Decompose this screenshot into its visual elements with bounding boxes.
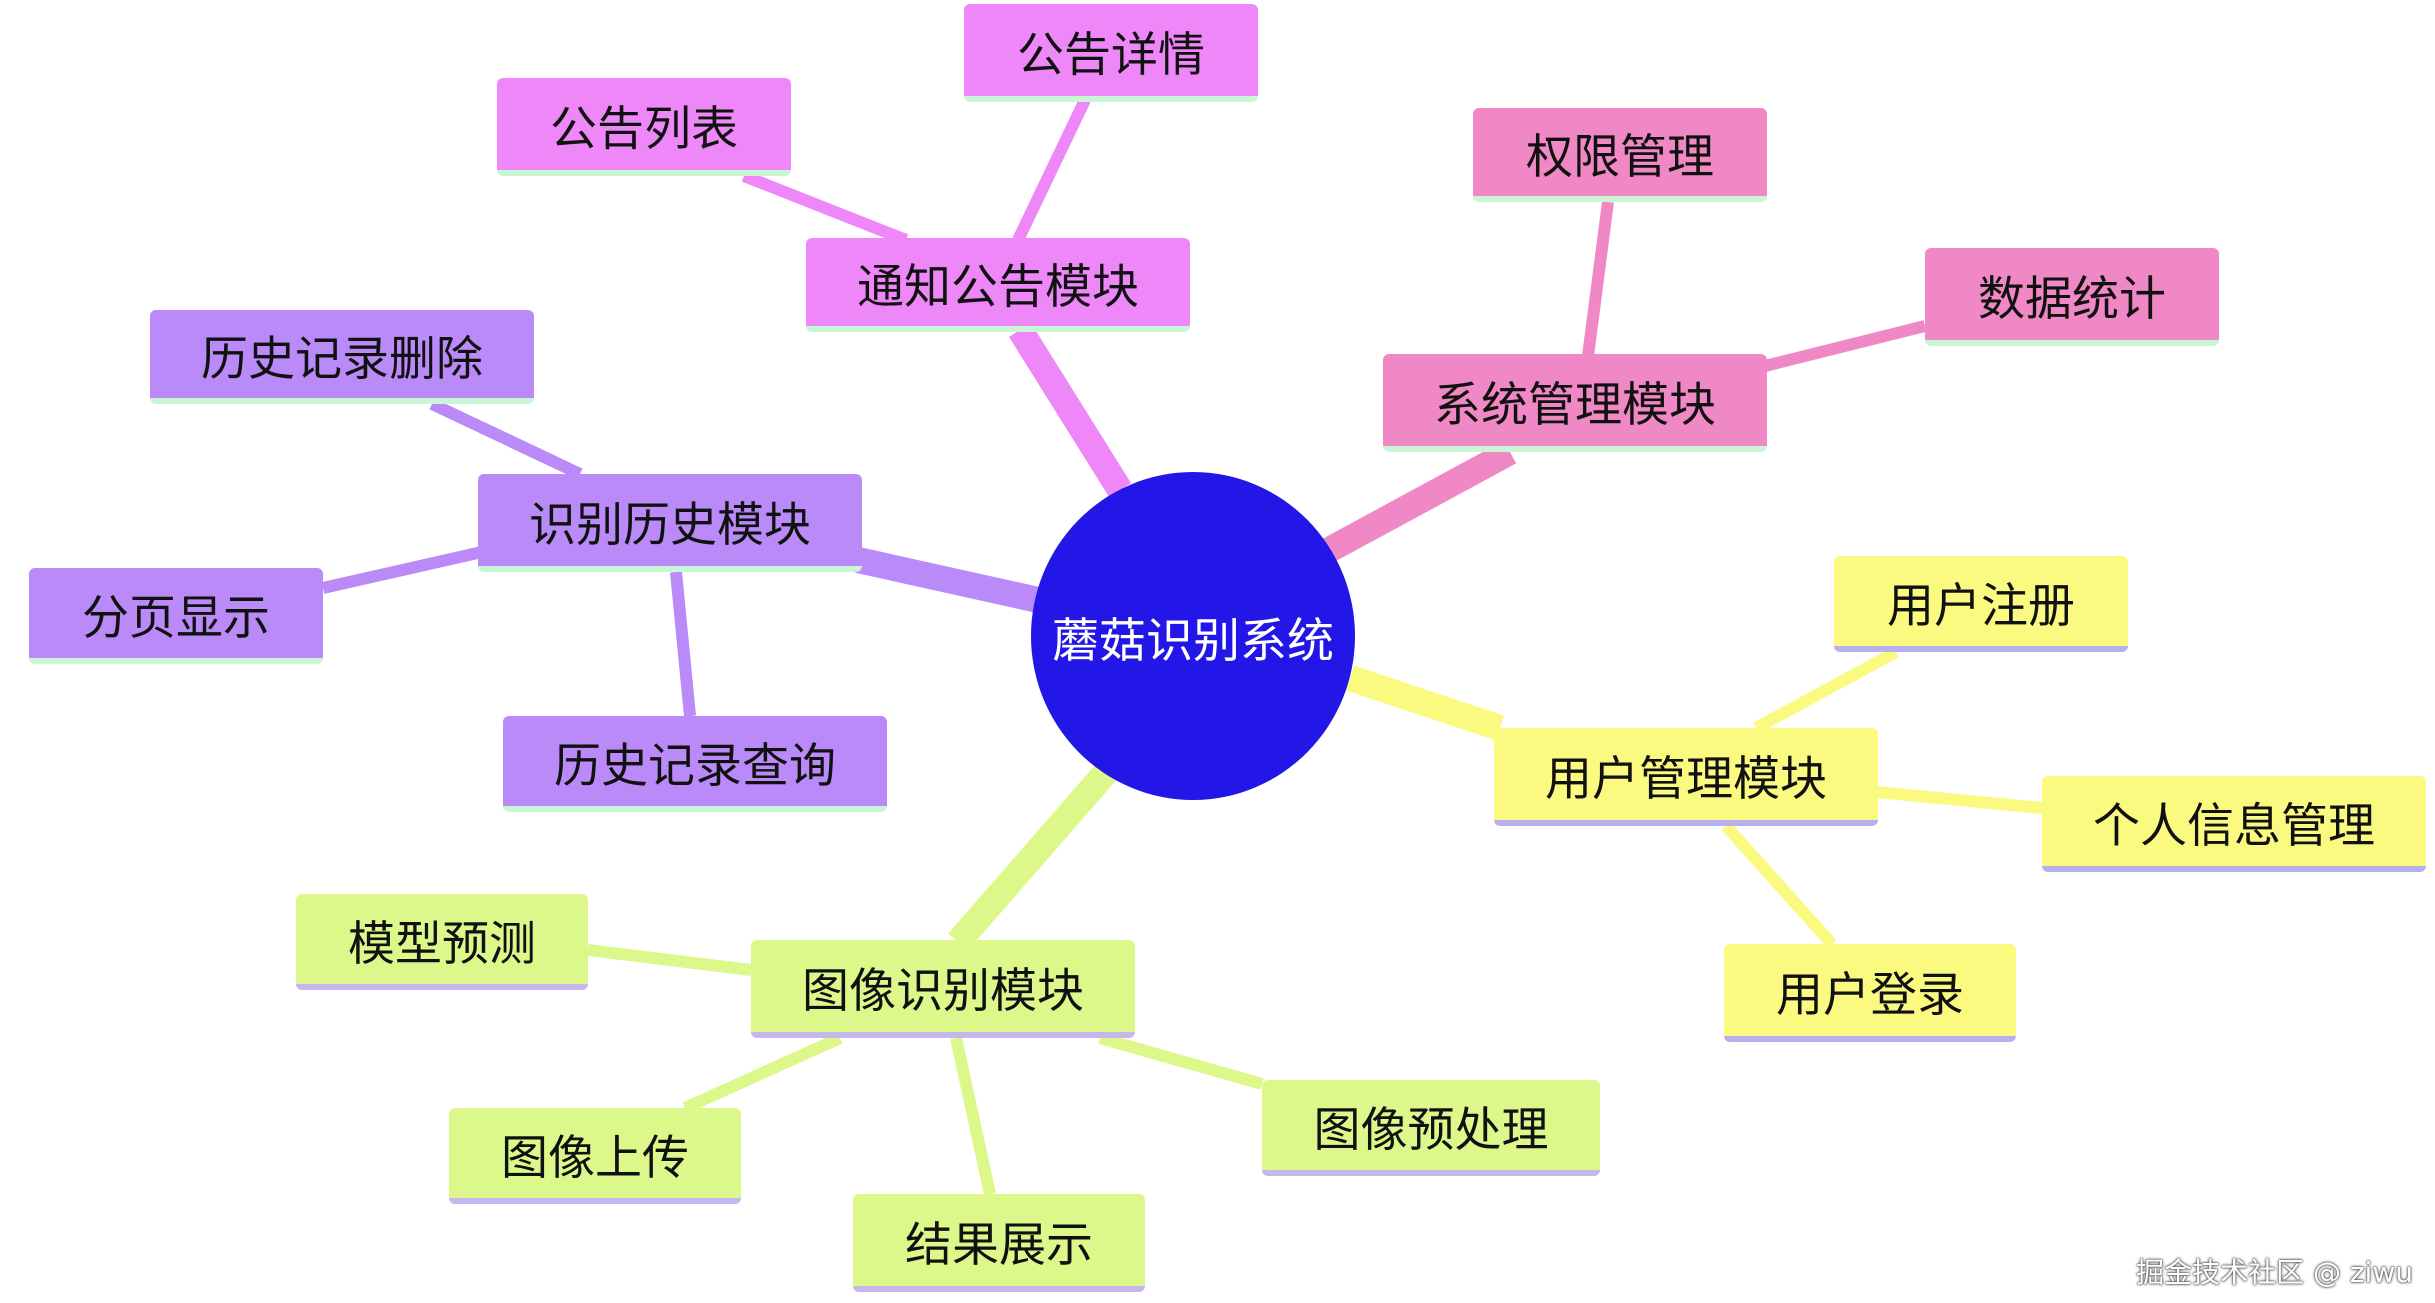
leaf-profile-management: 个人信息管理 <box>2042 776 2426 872</box>
edge-image-upload <box>682 1032 843 1114</box>
edge-root-user <box>1345 665 1505 741</box>
module-notify: 通知公告模块 <box>806 238 1190 332</box>
leaf-history-delete: 历史记录删除 <box>150 310 534 404</box>
leaf-image-preprocess: 图像预处理 <box>1262 1080 1600 1176</box>
leaf-notice-detail: 公告详情 <box>964 4 1258 102</box>
module-image-recognition: 图像识别模块 <box>751 940 1135 1038</box>
leaf-user-login: 用户登录 <box>1724 944 2016 1042</box>
leaf-data-statistics: 数据统计 <box>1925 248 2219 346</box>
edge-user-register <box>1753 646 1899 734</box>
edge-history-query <box>670 571 696 717</box>
edge-root-notify <box>1008 323 1132 497</box>
root-node: 蘑菇识别系统 <box>1031 472 1355 800</box>
leaf-image-upload: 图像上传 <box>449 1108 741 1204</box>
edge-root-sysmgr <box>1311 440 1517 568</box>
edge-image-predict <box>587 944 752 976</box>
edge-history-delete <box>429 398 583 480</box>
module-user-management: 用户管理模块 <box>1494 728 1878 826</box>
edge-root-history <box>855 547 1041 613</box>
leaf-user-register: 用户注册 <box>1834 556 2128 652</box>
watermark: 掘金技术社区 @ ziwu <box>2136 1256 2413 1289</box>
edge-notify-list <box>741 170 909 246</box>
edge-history-paging <box>321 546 484 594</box>
edge-image-result <box>950 1036 996 1196</box>
edge-user-login <box>1721 821 1837 949</box>
leaf-model-prediction: 模型预测 <box>296 894 588 990</box>
edge-notify-detail <box>1012 97 1091 243</box>
leaf-pagination: 分页显示 <box>29 568 323 664</box>
edge-root-image <box>948 761 1118 951</box>
module-history: 识别历史模块 <box>478 474 862 572</box>
leaf-result-display: 结果展示 <box>853 1194 1145 1292</box>
leaf-permission-management: 权限管理 <box>1473 108 1767 202</box>
edge-image-preprocess <box>1098 1032 1264 1090</box>
module-system-management: 系统管理模块 <box>1383 354 1767 452</box>
edge-sysmgr-perm <box>1582 201 1614 357</box>
edge-sysmgr-stats <box>1763 320 1927 372</box>
leaf-notice-list: 公告列表 <box>497 78 791 176</box>
leaf-history-query: 历史记录查询 <box>503 716 887 812</box>
edge-user-profile <box>1875 786 2043 814</box>
